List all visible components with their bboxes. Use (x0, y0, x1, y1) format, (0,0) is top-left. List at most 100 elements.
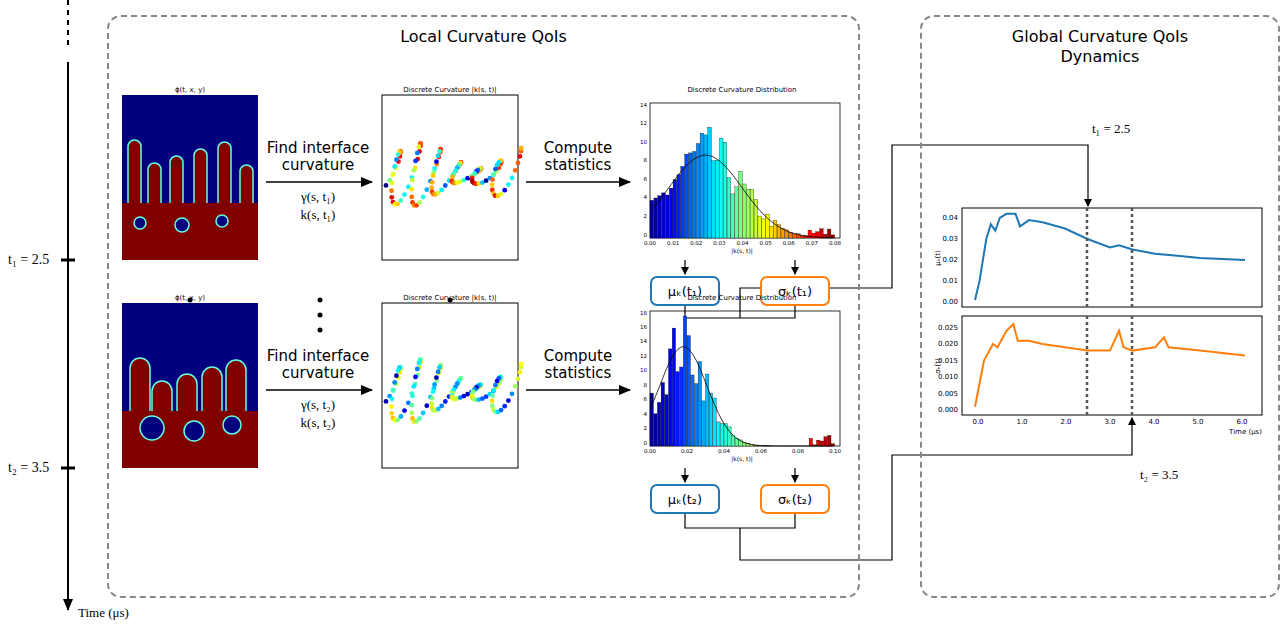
statistic-label: σₖ(t₂) (778, 492, 812, 507)
plot-mark (499, 408, 504, 413)
plot-mark (519, 362, 524, 367)
tick-label: 12 (640, 120, 647, 126)
plot-mark (491, 389, 496, 394)
plot-mark (391, 172, 396, 177)
plot-mark (216, 215, 228, 227)
tick-label: 3.0 (1104, 418, 1115, 426)
plot-mark (392, 380, 397, 385)
plot-mark (650, 393, 653, 446)
plot-mark (824, 437, 827, 446)
tick-label: 0.10 (829, 448, 841, 454)
plot-mark (392, 164, 397, 169)
plot-mark (390, 180, 395, 185)
plot-mark (513, 168, 518, 173)
plot-mark (417, 361, 422, 366)
generated-plots (122, 95, 1262, 468)
plot-mark (202, 367, 222, 415)
plot-mark (417, 416, 422, 421)
histogram-frame (650, 311, 840, 446)
tick-label: 14 (640, 102, 647, 108)
plot-mark (134, 217, 146, 229)
axis-title: Time (μs) (1229, 428, 1262, 436)
plot-mark (417, 145, 422, 150)
plot-mark (490, 177, 495, 182)
plot-mark (490, 393, 495, 398)
plot-mark (424, 187, 429, 192)
phase-field (122, 303, 258, 468)
tick-label: 0.000 (938, 406, 958, 414)
plot-mark (437, 149, 442, 154)
plot-mark (735, 187, 739, 238)
tick-label: 2 (644, 425, 648, 431)
statistic-box: μₖ(t₂) (650, 484, 720, 514)
plot-mark (389, 188, 394, 193)
plot-mark (762, 219, 766, 238)
plot-mark (434, 375, 439, 380)
tick-label: 0.03 (713, 240, 725, 246)
plot-mark (490, 399, 495, 404)
tick-label: 16 (640, 324, 647, 330)
tick-label: 4 (644, 411, 648, 417)
plot-mark (694, 384, 697, 446)
plot-mark (491, 173, 496, 178)
time-series (975, 324, 1245, 407)
plot-mark (432, 382, 437, 387)
function-label: k(s, t₁) (301, 208, 336, 223)
chart-frame (962, 316, 1262, 415)
plot-mark (389, 404, 394, 409)
process-arrow (266, 389, 372, 391)
plot-mark (739, 171, 743, 238)
plot-mark (437, 365, 442, 370)
plot-mark (691, 375, 694, 446)
plot-mark (218, 142, 231, 207)
plot-mark (698, 362, 701, 446)
time-marker-line (1086, 316, 1089, 415)
tick-label: 0.00 (942, 298, 958, 306)
tick-label: 0.04 (942, 214, 958, 222)
density-curve (652, 347, 833, 446)
function-label: γ(s, t₁) (301, 190, 335, 205)
tick-label: 6 (644, 396, 648, 402)
plot-mark (827, 229, 831, 238)
time-marker-line (1086, 208, 1089, 307)
phase-field (122, 358, 258, 468)
plot-mark (148, 163, 161, 207)
plot-mark (396, 152, 401, 157)
plot-mark (394, 373, 399, 378)
plot-mark (758, 216, 762, 238)
plot-mark (809, 438, 812, 446)
plot-mark (669, 188, 673, 238)
plot-mark (491, 388, 496, 393)
plot-mark (409, 411, 414, 416)
plot-mark (516, 161, 521, 166)
group-panel: Global Curvature QoIs Dynamics (920, 15, 1280, 598)
plot-mark (413, 375, 418, 380)
plot-mark (411, 168, 416, 173)
plot-mark (194, 149, 207, 207)
plot-mark (518, 370, 523, 375)
tick-label: 18 (640, 310, 647, 316)
axis-title: μₖ(t) (934, 250, 942, 266)
time-marker-line (1131, 208, 1134, 307)
tick-label: 2.0 (1060, 418, 1071, 426)
phase-field (122, 95, 258, 260)
plot-mark (702, 401, 705, 446)
tick-label: 5.0 (1192, 418, 1203, 426)
plot-mark (704, 135, 708, 238)
process-arrow (526, 181, 630, 183)
plot-mark (506, 182, 511, 187)
tick-label: 10 (640, 367, 647, 373)
tick-label: 0.0 (972, 418, 983, 426)
stat-arrow (794, 468, 795, 482)
tick-label: 0.00 (644, 448, 656, 454)
plot-mark (170, 156, 183, 207)
density-curve (652, 155, 833, 238)
tick-label: 0.02 (942, 256, 958, 264)
tick-label: 6 (644, 176, 648, 182)
time-marker: t₁ = 2.5 (1092, 122, 1130, 137)
leader-line (685, 514, 795, 528)
plot-mark (424, 403, 429, 408)
statistic-label: μₖ(t₂) (668, 492, 702, 507)
image-title: Discrete Curvature Distribution (687, 86, 796, 94)
